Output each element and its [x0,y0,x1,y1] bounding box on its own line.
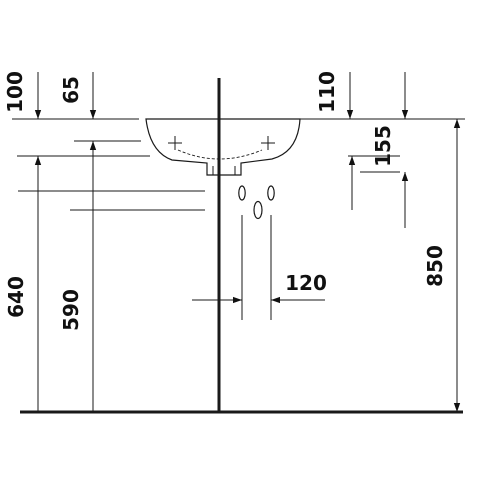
dim-label-155: 155 [371,125,395,167]
tap-hole-right-icon [261,136,275,150]
dim-label-100: 100 [3,71,27,113]
dim-label-110: 110 [315,71,339,113]
basin [145,118,301,176]
supply-right-icon [267,185,275,201]
dim-label-640: 640 [4,276,28,318]
waste-outlet-icon [253,200,263,220]
supply-left-icon [238,185,246,201]
dim-label-850: 850 [423,245,447,287]
tap-hole-left-icon [168,136,182,150]
dim-label-590: 590 [59,289,83,331]
dim-label-65: 65 [59,76,83,104]
dim-label-120: 120 [285,271,327,295]
